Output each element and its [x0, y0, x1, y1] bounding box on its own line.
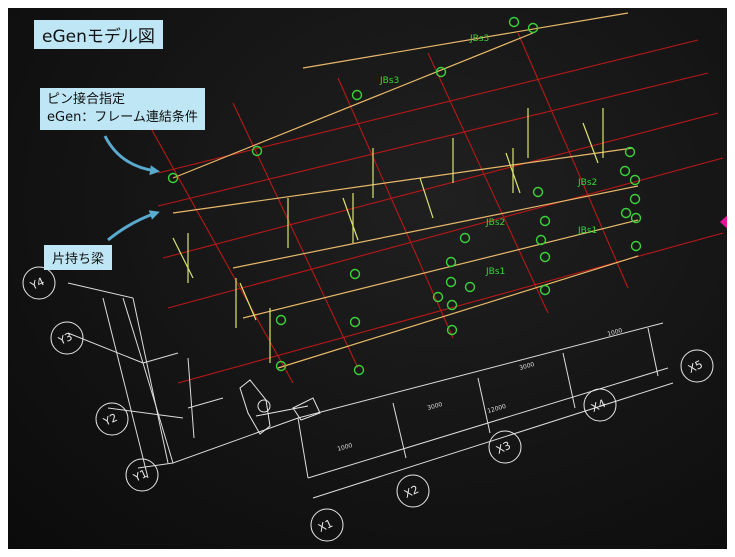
grid-label-x3: X3 — [494, 439, 513, 457]
pin-nodes — [167, 16, 642, 376]
pin-note-line2: eGen：フレーム連結条件 — [47, 110, 198, 125]
grid-label-x4: X4 — [589, 397, 608, 415]
dimension-label: 3000 — [427, 401, 444, 412]
beam-label: JBs3 — [469, 34, 489, 44]
grid-label-y1: Y1 — [131, 467, 150, 485]
grid-label-x1: X1 — [316, 517, 335, 535]
pin-connection-note: ピン接合指定 eGen：フレーム連結条件 — [40, 88, 205, 130]
beam-label: JBs1 — [577, 226, 597, 236]
grid-bubbles — [22, 266, 714, 542]
dimension-label: 12000 — [487, 403, 507, 415]
cantilever-arrow — [107, 210, 160, 242]
dimension-label: 3000 — [519, 361, 536, 372]
beam-labels: JBs3 JBs3 JBs2 JBs2 JBs1 JBs1 — [379, 34, 597, 277]
beam-label: JBs2 — [577, 178, 597, 188]
pink-arrow-icon — [720, 208, 727, 236]
dimension-label: 1000 — [607, 327, 624, 338]
cantilever-note: 片持ち梁 — [44, 245, 113, 270]
grid-label-y3: Y3 — [56, 330, 75, 348]
beam-label: JBs1 — [485, 267, 505, 277]
grid-label-y2: Y2 — [101, 411, 120, 429]
annotation-arrows — [103, 135, 160, 242]
beam-label: JBs2 — [485, 218, 505, 228]
egen-model-diagram: JBs3 JBs3 JBs2 JBs2 JBs1 JBs1 1000 3000 … — [22, 12, 724, 542]
base-outline — [67, 282, 674, 499]
model-canvas: JBs3 JBs3 JBs2 JBs2 JBs1 JBs1 1000 3000 … — [8, 8, 727, 549]
column-detail — [239, 379, 321, 435]
pin-note-line1: ピン接合指定 — [47, 92, 126, 107]
dimension-labels: 1000 3000 12000 3000 1000 — [337, 327, 624, 453]
grid-label-x5: X5 — [686, 358, 705, 376]
diagram-title: eGenモデル図 — [34, 20, 163, 49]
beams — [172, 12, 639, 369]
columns — [172, 108, 604, 363]
pin-arrow — [103, 135, 160, 176]
dimension-label: 1000 — [337, 442, 354, 453]
grid-label-x2: X2 — [402, 483, 421, 501]
grid-bubble-labels: Y4 Y3 Y2 Y1 X1 X2 X3 X4 X5 — [28, 275, 705, 535]
red-grid — [147, 32, 724, 384]
beam-label: JBs3 — [379, 76, 399, 86]
grid-label-y4: Y4 — [28, 275, 47, 293]
